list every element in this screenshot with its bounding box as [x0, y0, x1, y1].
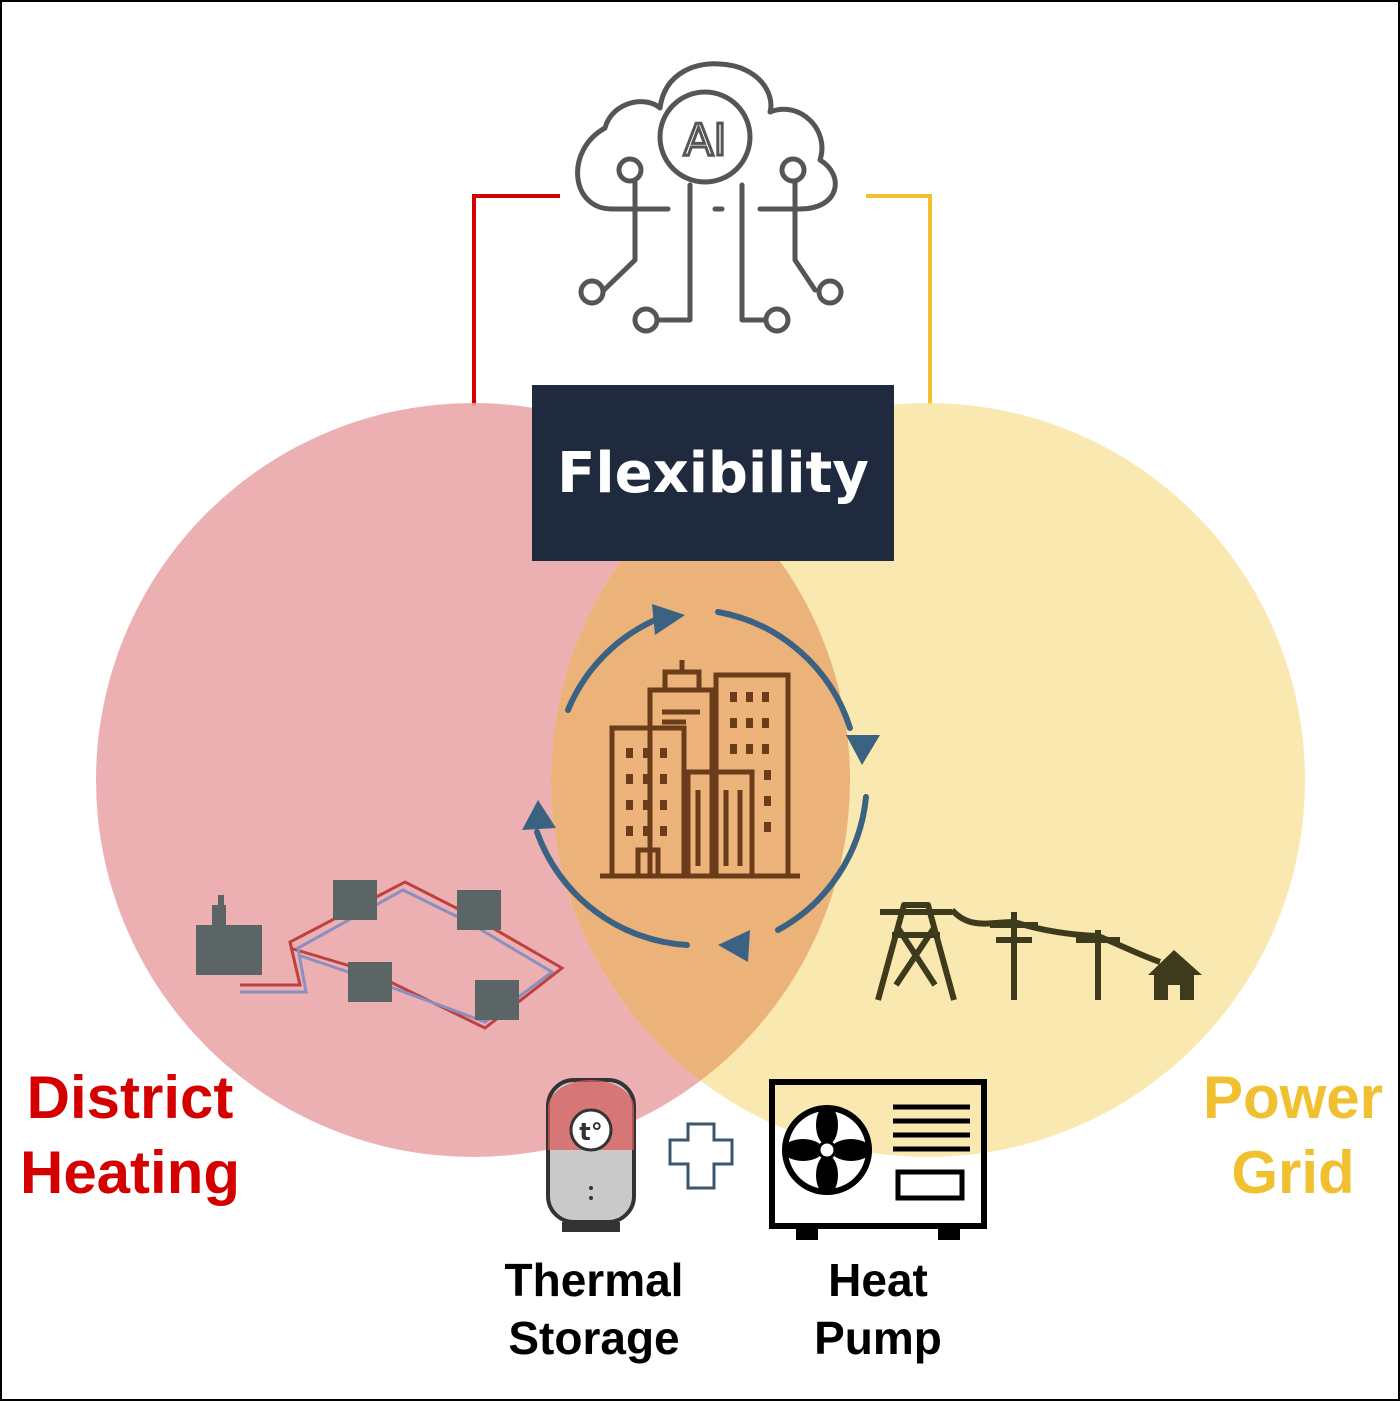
temperature-symbol: t°	[579, 1118, 602, 1146]
ai-cloud-icon	[575, 61, 844, 334]
thermal-storage-label-line1: Thermal	[505, 1254, 684, 1306]
flexibility-title: Flexibility	[557, 441, 869, 506]
flexibility-title-box	[532, 385, 894, 561]
district-heating-label-line2: Heating	[20, 1139, 240, 1206]
heat-pump-label-line1: Heat	[828, 1254, 928, 1306]
cycle-arrowheads	[522, 604, 880, 962]
house-icon	[1148, 950, 1202, 1000]
thermal-storage-label-line2: Storage	[508, 1312, 679, 1364]
overlap-region	[551, 403, 850, 1157]
power-grid-label-line1: Power	[1203, 1064, 1383, 1131]
cycle-arrows-icon	[534, 609, 869, 948]
heat-pump-icon	[769, 1079, 987, 1240]
district-heating-label-line1: District	[27, 1064, 234, 1131]
power-grid-icon	[875, 902, 1161, 1001]
city-buildings-icon	[600, 660, 800, 879]
ai-heating-connector	[472, 194, 560, 406]
thermal-storage-icon: t°	[546, 1078, 636, 1232]
district-heating-network-icon	[196, 880, 565, 1030]
ai-grid-connector	[866, 194, 932, 406]
building-windows	[626, 692, 771, 836]
power-grid-label-line2: Grid	[1231, 1139, 1354, 1206]
plus-icon	[668, 1122, 734, 1190]
ai-badge-text: AI	[683, 115, 726, 166]
heat-pump-label-line2: Pump	[814, 1312, 942, 1364]
